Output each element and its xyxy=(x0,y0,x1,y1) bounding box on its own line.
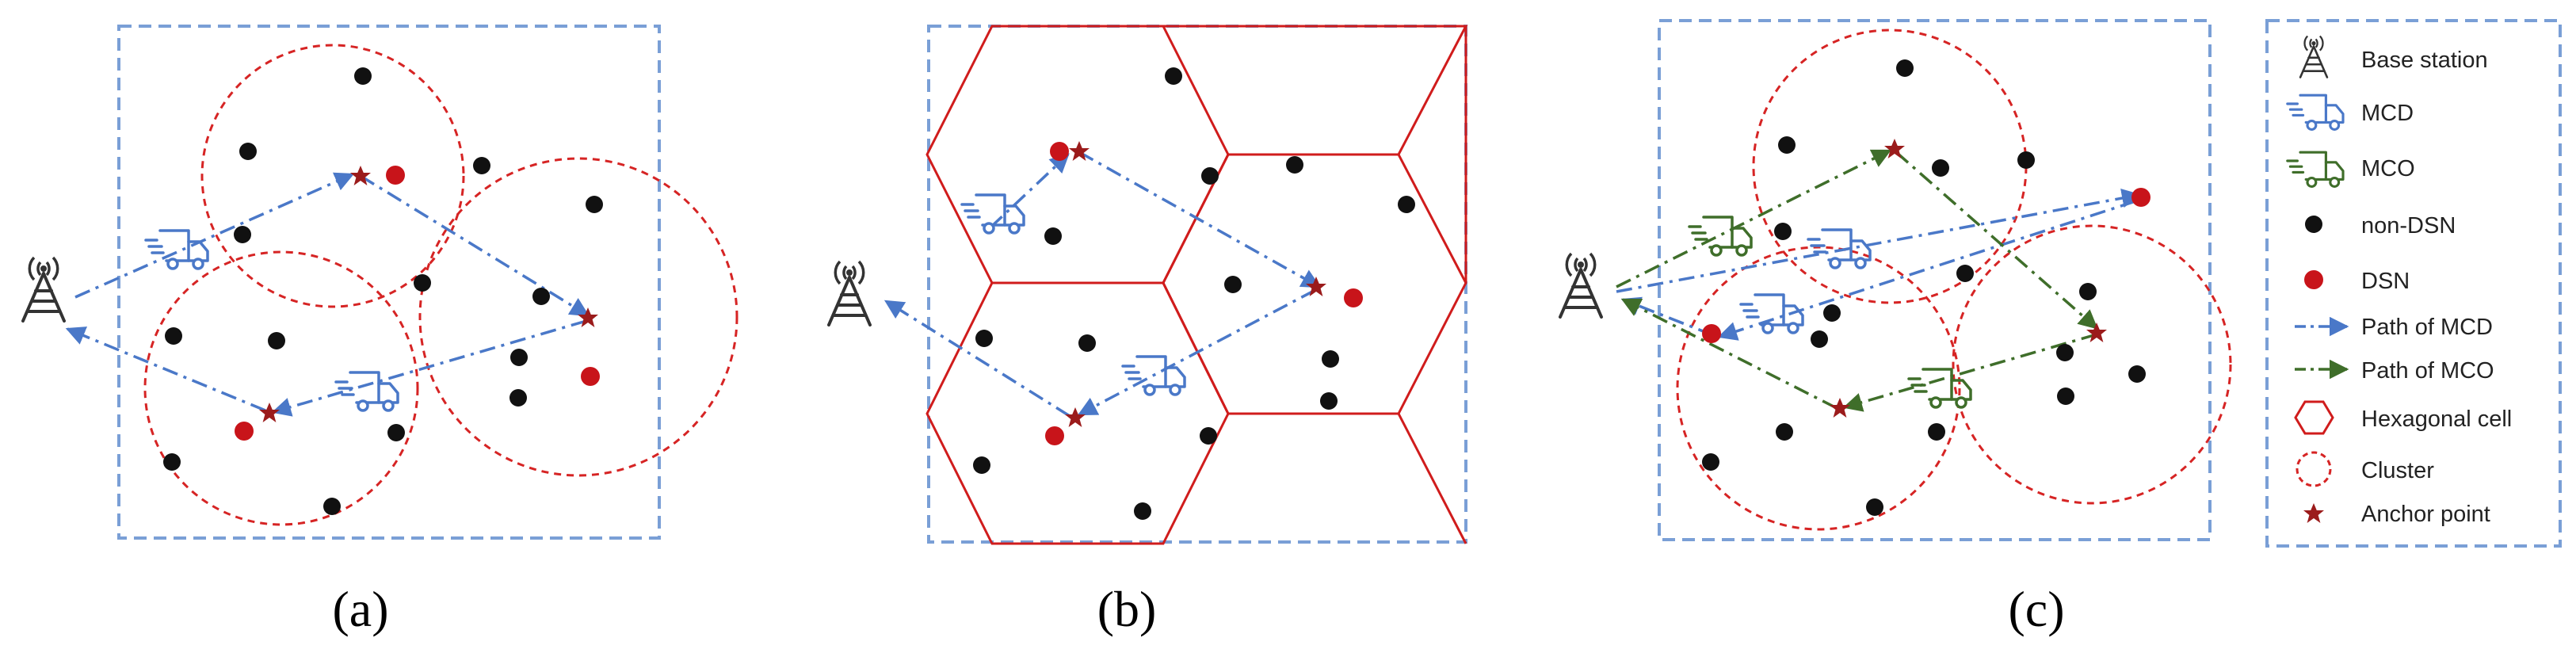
cluster-swatch xyxy=(2296,451,2332,487)
cluster-circle xyxy=(1752,29,2028,304)
legend-item-mco: MCO xyxy=(2286,151,2415,188)
hexagonal-cells xyxy=(925,25,1468,545)
legend-label: Base station xyxy=(2361,48,2488,73)
legend-border xyxy=(2265,19,2562,548)
mcd-truck-icon xyxy=(960,193,1025,235)
base-station-icon xyxy=(1559,252,1603,319)
legend-label: Cluster xyxy=(2361,458,2434,483)
panel-c xyxy=(1559,19,2232,541)
legend-item-path-mcd: Path of MCD xyxy=(2295,315,2493,340)
base-station-icon xyxy=(827,260,872,326)
legend-label: Path of MCD xyxy=(2361,315,2493,340)
dsn-swatch xyxy=(2304,270,2323,289)
truck-icon xyxy=(2286,94,2345,131)
cluster-circle xyxy=(1952,224,2232,505)
cluster-circle xyxy=(1676,246,1961,531)
legend-label: Path of MCO xyxy=(2361,358,2494,384)
hexagon-swatch xyxy=(2294,400,2334,435)
caption-a: (a) xyxy=(332,581,388,637)
legend-label: non-DSN xyxy=(2361,213,2456,239)
legend-item-cluster: Cluster xyxy=(2296,451,2434,487)
non-dsn-nodes xyxy=(973,67,1415,520)
legend-label: Anchor point xyxy=(2361,502,2490,527)
truck-icon xyxy=(2286,151,2345,188)
base-station-icon xyxy=(2299,35,2329,78)
mcd-path xyxy=(883,151,1322,418)
legend-item-path-mco: Path of MCO xyxy=(2295,358,2494,384)
cluster-circle xyxy=(143,250,419,526)
legend-label: Hexagonal cell xyxy=(2361,407,2512,432)
region-border xyxy=(117,25,661,540)
non-dsn-nodes xyxy=(1702,59,2146,516)
base-station-icon xyxy=(21,256,66,323)
legend-item-anchor: Anchor point xyxy=(2303,502,2490,527)
caption-c: (c) xyxy=(2008,581,2064,637)
region-border xyxy=(1658,19,2212,541)
legend-item-base-station: Base station xyxy=(2299,35,2488,78)
panel-b xyxy=(827,25,1468,545)
mco-path xyxy=(1616,149,2098,412)
caption-b: (b) xyxy=(1097,581,1157,637)
legend-item-non-dsn: non-DSN xyxy=(2305,213,2456,239)
non-dsn-swatch xyxy=(2305,216,2322,233)
panel-a xyxy=(21,25,738,540)
legend: Base station MCD MCO non-DSN DSN Path of… xyxy=(2265,19,2562,548)
anchor-star-icon xyxy=(2303,503,2324,523)
legend-label: DSN xyxy=(2361,269,2410,294)
legend-label: MCO xyxy=(2361,156,2415,181)
dsn-nodes xyxy=(1045,142,1363,445)
dsn-nodes xyxy=(235,166,600,441)
non-dsn-nodes xyxy=(163,67,603,515)
clusters xyxy=(1676,29,2232,531)
legend-item-dsn: DSN xyxy=(2304,269,2410,294)
legend-item-mcd: MCD xyxy=(2286,94,2414,131)
legend-label: MCD xyxy=(2361,101,2414,126)
dsn-nodes xyxy=(1702,188,2150,343)
mcd-path xyxy=(1616,188,2142,341)
mcd-path xyxy=(65,172,590,417)
clusters xyxy=(143,44,738,526)
cluster-circle xyxy=(418,157,738,477)
legend-item-hex-cell: Hexagonal cell xyxy=(2294,400,2512,435)
cluster-circle xyxy=(200,44,465,308)
